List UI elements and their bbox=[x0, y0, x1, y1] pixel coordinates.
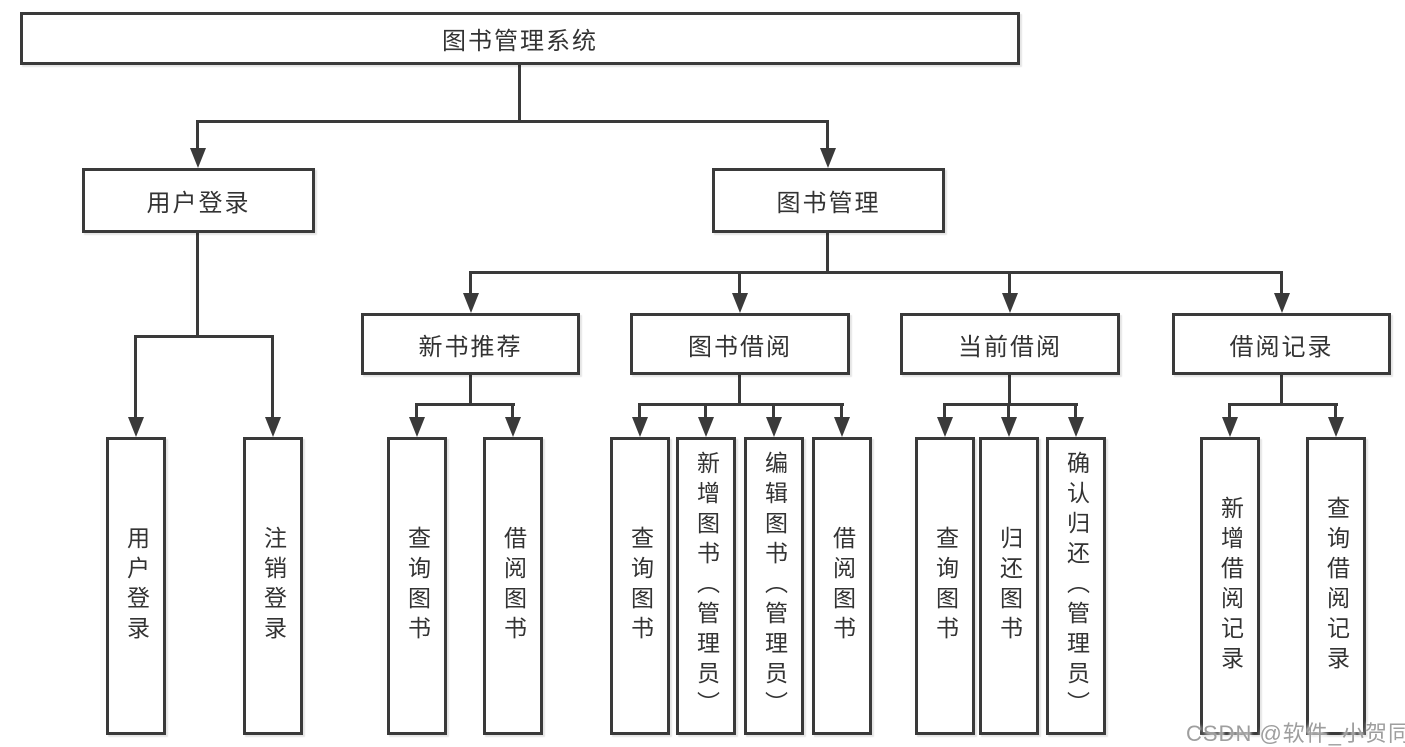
connector-drop bbox=[704, 403, 707, 419]
leaf-newbook-query: 查询图书 bbox=[387, 437, 447, 735]
arrowhead-icon bbox=[820, 148, 836, 168]
connector-root-rail bbox=[196, 120, 829, 123]
leaf-records-add: 新增借阅记录 bbox=[1200, 437, 1260, 735]
connector-book-mgmt-trunk bbox=[826, 233, 829, 274]
arrowhead-icon bbox=[1274, 293, 1290, 313]
connector-root-trunk bbox=[518, 65, 521, 123]
leaf-user-login: 用户登录 bbox=[106, 437, 166, 735]
connector-user-login-rail bbox=[134, 335, 274, 338]
leaf-current-confirm-admin: 确认归还（管理员） bbox=[1046, 437, 1106, 735]
arrowhead-icon bbox=[766, 417, 782, 437]
arrowhead-icon bbox=[732, 293, 748, 313]
leaf-current-query: 查询图书 bbox=[915, 437, 975, 735]
node-book-mgmt-label: 图书管理 bbox=[776, 190, 881, 217]
connector-drop-new-book bbox=[469, 271, 472, 296]
connector-book-borrow-trunk bbox=[738, 375, 741, 406]
arrowhead-icon bbox=[409, 417, 425, 437]
leaf-records-query: 查询借阅记录 bbox=[1306, 437, 1366, 735]
arrowhead-icon bbox=[265, 417, 281, 437]
node-root: 图书管理系统 bbox=[20, 12, 1020, 65]
node-user-login: 用户登录 bbox=[82, 168, 315, 233]
leaf-current-confirm-admin-label: 确认归还（管理员） bbox=[1063, 451, 1090, 721]
connector-drop bbox=[1334, 403, 1337, 419]
node-book-borrow: 图书借阅 bbox=[630, 313, 850, 375]
arrowhead-icon bbox=[190, 148, 206, 168]
node-user-login-label: 用户登录 bbox=[146, 190, 251, 217]
arrowhead-icon bbox=[1222, 417, 1238, 437]
connector-drop bbox=[1074, 403, 1077, 419]
csdn-watermark: CSDN @软件_小贺同学 bbox=[1186, 721, 1405, 746]
connector-drop bbox=[772, 403, 775, 419]
leaf-records-add-label: 新增借阅记录 bbox=[1217, 496, 1244, 676]
connector-drop bbox=[1228, 403, 1231, 419]
leaf-current-return: 归还图书 bbox=[979, 437, 1039, 735]
arrowhead-icon bbox=[834, 417, 850, 437]
connector-drop bbox=[1007, 403, 1010, 419]
leaf-current-query-label: 查询图书 bbox=[932, 526, 959, 646]
arrowhead-icon bbox=[128, 417, 144, 437]
node-book-borrow-label: 图书借阅 bbox=[688, 333, 792, 361]
leaf-borrow-edit-admin: 编辑图书（管理员） bbox=[744, 437, 804, 735]
leaf-borrow-borrow-label: 借阅图书 bbox=[829, 526, 856, 646]
leaf-borrow-edit-admin-label: 编辑图书（管理员） bbox=[761, 451, 788, 721]
leaf-user-login-label: 用户登录 bbox=[123, 526, 150, 646]
arrowhead-icon bbox=[698, 417, 714, 437]
connector-drop bbox=[511, 403, 514, 419]
connector-drop bbox=[840, 403, 843, 419]
connector-book-mgmt-rail bbox=[469, 271, 1282, 274]
leaf-newbook-query-label: 查询图书 bbox=[404, 526, 431, 646]
connector-new-book-trunk bbox=[469, 375, 472, 406]
arrowhead-icon bbox=[937, 417, 953, 437]
arrowhead-icon bbox=[1002, 293, 1018, 313]
leaf-newbook-borrow-label: 借阅图书 bbox=[500, 526, 527, 646]
leaf-newbook-borrow: 借阅图书 bbox=[483, 437, 543, 735]
leaf-borrow-query-label: 查询图书 bbox=[627, 526, 654, 646]
connector-drop bbox=[415, 403, 418, 419]
connector-book-borrow-rail bbox=[638, 403, 844, 406]
connector-drop bbox=[638, 403, 641, 419]
connector-current-borrow-rail bbox=[943, 403, 1078, 406]
node-new-book-label: 新书推荐 bbox=[418, 333, 523, 361]
leaf-logout-label: 注销登录 bbox=[260, 526, 287, 646]
connector-drop-book-mgmt bbox=[826, 120, 829, 151]
connector-borrow-records-rail bbox=[1228, 403, 1338, 406]
arrowhead-icon bbox=[1328, 417, 1344, 437]
node-root-label: 图书管理系统 bbox=[442, 28, 598, 55]
connector-drop-leaf-login bbox=[134, 335, 137, 419]
connector-user-login-trunk bbox=[196, 233, 199, 338]
leaf-records-query-label: 查询借阅记录 bbox=[1323, 496, 1350, 676]
connector-new-book-rail bbox=[415, 403, 515, 406]
node-borrow-records: 借阅记录 bbox=[1172, 313, 1391, 375]
node-new-book: 新书推荐 bbox=[361, 313, 580, 375]
arrowhead-icon bbox=[1068, 417, 1084, 437]
connector-current-borrow-trunk bbox=[1008, 375, 1011, 406]
node-borrow-records-label: 借阅记录 bbox=[1229, 333, 1334, 361]
leaf-logout: 注销登录 bbox=[243, 437, 303, 735]
leaf-current-return-label: 归还图书 bbox=[996, 526, 1023, 646]
leaf-borrow-borrow: 借阅图书 bbox=[812, 437, 872, 735]
connector-drop-leaf-logout bbox=[271, 335, 274, 419]
connector-drop-borrow-records bbox=[1280, 271, 1283, 296]
leaf-borrow-add-admin: 新增图书（管理员） bbox=[676, 437, 736, 735]
connector-drop bbox=[943, 403, 946, 419]
node-book-mgmt: 图书管理 bbox=[712, 168, 945, 233]
connector-drop-user-login bbox=[196, 120, 199, 151]
connector-drop-book-borrow bbox=[738, 271, 741, 296]
leaf-borrow-add-admin-label: 新增图书（管理员） bbox=[693, 451, 720, 721]
connector-borrow-records-trunk bbox=[1280, 375, 1283, 406]
arrowhead-icon bbox=[463, 293, 479, 313]
arrowhead-icon bbox=[632, 417, 648, 437]
node-current-borrow-label: 当前借阅 bbox=[958, 333, 1062, 361]
leaf-borrow-query: 查询图书 bbox=[610, 437, 670, 735]
node-current-borrow: 当前借阅 bbox=[900, 313, 1120, 375]
arrowhead-icon bbox=[1001, 417, 1017, 437]
connector-drop-current-borrow bbox=[1008, 271, 1011, 296]
arrowhead-icon bbox=[505, 417, 521, 437]
